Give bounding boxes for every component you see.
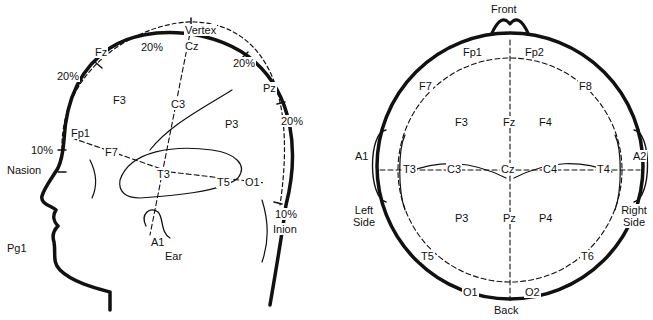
percent-label: 10% <box>30 144 54 156</box>
percent-label: 20% <box>56 70 80 82</box>
orientation-label: Back <box>493 304 519 316</box>
electrode-label: Pz <box>262 82 277 94</box>
percent-label: 20% <box>280 115 304 127</box>
electrode-label: F3 <box>454 116 469 128</box>
electrode-label: A1 <box>150 236 165 248</box>
landmark-label: Vertex <box>184 24 217 36</box>
landmark-label: Inion <box>272 223 298 235</box>
electrode-label: Cz <box>184 40 199 52</box>
electrode-label: T3 <box>402 163 417 175</box>
electrode-label: Pz <box>502 212 517 224</box>
percent-label: 20% <box>140 41 164 53</box>
electrode-label: T5 <box>420 250 435 262</box>
percent-label: 10% <box>274 208 298 220</box>
orientation-label: Front <box>490 3 518 15</box>
electrode-label: Fz <box>94 46 108 58</box>
orientation-label: Left Side <box>348 204 380 228</box>
electrode-label: Fp1 <box>70 127 91 139</box>
electrode-label: T4 <box>596 163 611 175</box>
electrode-label: Fp2 <box>524 46 545 58</box>
electrode-label: A1 <box>354 150 369 162</box>
percent-label: 20% <box>232 57 256 69</box>
electrode-label: T3 <box>156 168 171 180</box>
electrode-label: C3 <box>170 98 186 110</box>
electrode-label: F7 <box>418 80 433 92</box>
electrode-label: O1 <box>244 176 261 188</box>
electrode-label: P4 <box>538 212 553 224</box>
landmark-label: Ear <box>164 250 183 262</box>
electrode-label: O1 <box>462 286 479 298</box>
electrode-label: P3 <box>454 212 469 224</box>
electrode-label: O2 <box>524 286 541 298</box>
electrode-label: Pg1 <box>6 242 28 254</box>
electrode-label: A2 <box>632 150 647 162</box>
electrode-label: C4 <box>542 163 558 175</box>
electrode-label: F3 <box>112 94 127 106</box>
electrode-label: C3 <box>446 163 462 175</box>
electrode-label: F4 <box>538 116 553 128</box>
electrode-label: Cz <box>500 163 515 175</box>
orientation-label: Right Side <box>618 204 650 228</box>
electrode-label: Fz <box>502 116 516 128</box>
landmark-label: Nasion <box>6 164 42 176</box>
electrode-label: F8 <box>578 80 593 92</box>
electrode-label: F7 <box>104 146 119 158</box>
electrode-label: Fp1 <box>462 46 483 58</box>
electrode-label: P3 <box>224 118 239 130</box>
electrode-label: T6 <box>580 250 595 262</box>
electrode-label: T5 <box>216 176 231 188</box>
